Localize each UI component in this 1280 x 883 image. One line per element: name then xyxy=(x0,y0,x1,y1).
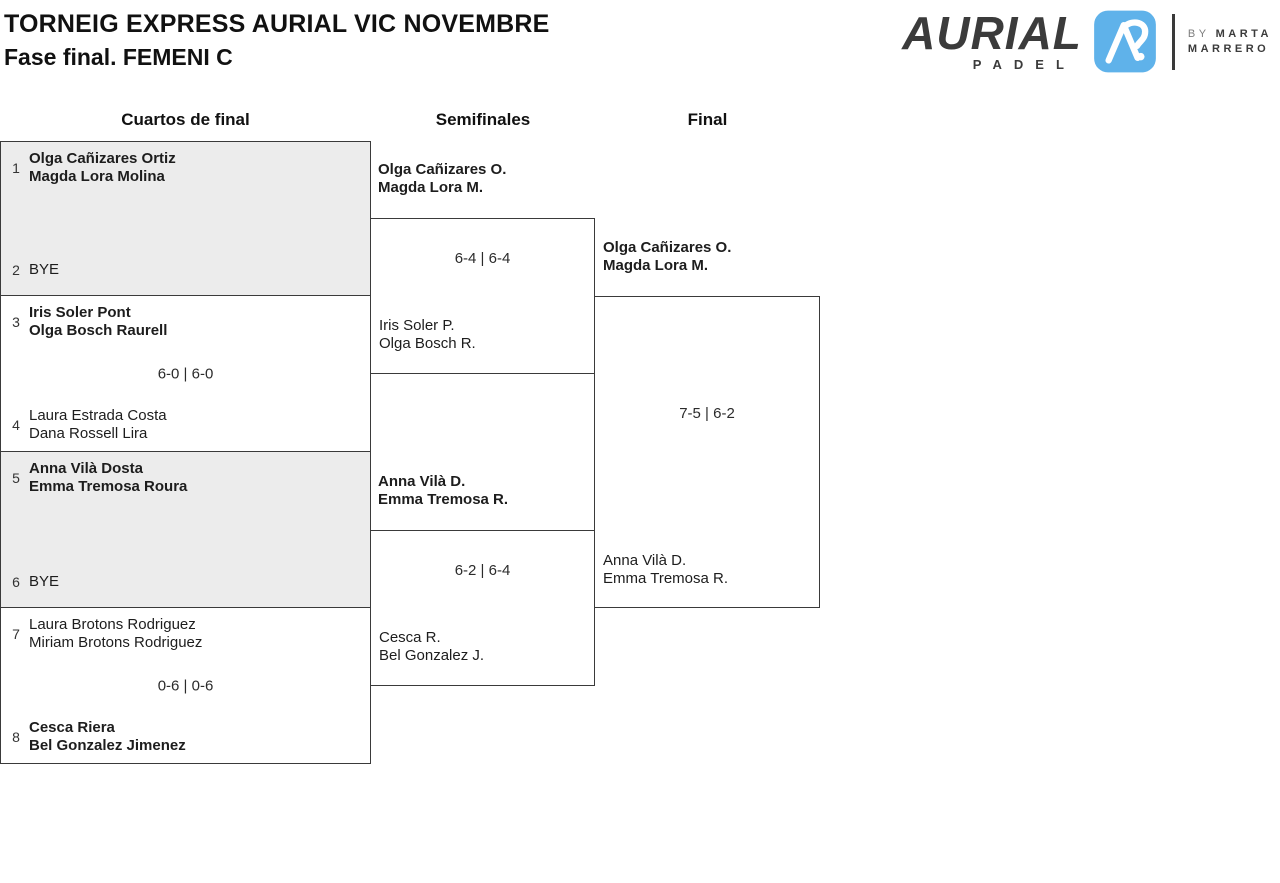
player-name: Olga Cañizares O. xyxy=(603,239,732,256)
column-header-cuartos: Cuartos de final xyxy=(121,110,250,129)
final-bottom-team: Anna Vilà D. Emma Tremosa R. xyxy=(603,552,728,588)
team-names: BYE xyxy=(29,573,59,591)
team-row: 6 BYE xyxy=(9,573,362,591)
player-name: Olga Bosch R. xyxy=(379,335,476,352)
player-name: Miriam Brotons Rodriguez xyxy=(29,634,203,651)
semifinal-2-bottom-team: Cesca R. Bel Gonzalez J. xyxy=(379,629,484,665)
player-name: Cesca R. xyxy=(379,629,441,646)
team-row: 8 Cesca Riera Bel Gonzalez Jimenez xyxy=(9,719,362,755)
player-name: Anna Vilà Dosta xyxy=(29,460,143,477)
seed-number: 7 xyxy=(12,626,20,642)
logo-wordmark-block: AURIAL PADEL xyxy=(902,7,1082,72)
final-top-team: Olga Cañizares O. Magda Lora M. xyxy=(603,239,731,275)
team-row: 4 Laura Estrada Costa Dana Rossell Lira xyxy=(9,407,362,443)
player-name: Bel Gonzalez J. xyxy=(379,647,485,664)
column-header-semifinales: Semifinales xyxy=(435,110,531,129)
player-name: Iris Soler P. xyxy=(379,317,455,334)
byline-row-2: MARRERO xyxy=(1188,43,1272,56)
player-name: Cesca Riera xyxy=(29,719,115,736)
aurial-monogram-icon xyxy=(1094,10,1156,73)
player-name: Olga Bosch Raurell xyxy=(29,322,168,339)
match-score: 7-5 | 6-2 xyxy=(679,405,735,422)
aurial-padel-logo: AURIAL PADEL BY MARTA MARRERO xyxy=(902,10,1272,73)
player-name: Emma Tremosa Roura xyxy=(29,478,188,495)
seed-number: 8 xyxy=(12,729,20,745)
player-name: Anna Vilà D. xyxy=(603,552,687,569)
match-score: 6-2 | 6-4 xyxy=(454,562,511,579)
team-names: Cesca Riera Bel Gonzalez Jimenez xyxy=(29,719,186,755)
page-title: TORNEIG EXPRESS AURIAL VIC NOVEMBRE xyxy=(4,10,550,38)
match-score: 6-4 | 6-4 xyxy=(454,250,511,267)
player-name: Magda Lora M. xyxy=(378,179,484,196)
team-row: 2 BYE xyxy=(9,261,362,279)
seed-number: 2 xyxy=(12,262,20,278)
team-names: BYE xyxy=(29,261,59,279)
team-row: 3 Iris Soler Pont Olga Bosch Raurell xyxy=(9,304,362,340)
team-names: Olga Cañizares Ortiz Magda Lora Molina xyxy=(29,150,176,186)
seed-number: 3 xyxy=(12,314,20,330)
quarterfinal-match-3: 5 Anna Vilà Dosta Emma Tremosa Roura 6 B… xyxy=(0,451,371,608)
player-name: Olga Cañizares O. xyxy=(378,161,507,178)
semifinal-match-2: 6-2 | 6-4 Cesca R. Bel Gonzalez J. xyxy=(370,530,595,686)
team-names: Laura Estrada Costa Dana Rossell Lira xyxy=(29,407,167,443)
player-name: Iris Soler Pont xyxy=(29,304,131,321)
logo-divider xyxy=(1171,13,1175,70)
byline-row-1: BY MARTA xyxy=(1188,28,1272,41)
byline-prefix: BY xyxy=(1187,27,1210,40)
player-name: BYE xyxy=(29,261,60,278)
player-name: Dana Rossell Lira xyxy=(29,425,148,442)
quarterfinal-match-2: 3 Iris Soler Pont Olga Bosch Raurell 6-0… xyxy=(0,295,371,452)
logo-wordmark: AURIAL xyxy=(902,7,1082,59)
player-name: Magda Lora Molina xyxy=(29,168,165,185)
column-header-final: Final xyxy=(687,110,728,129)
semifinal-1-bottom-team: Iris Soler P. Olga Bosch R. xyxy=(379,317,476,353)
semifinal-match-1: 6-4 | 6-4 Iris Soler P. Olga Bosch R. xyxy=(370,218,595,374)
seed-number: 6 xyxy=(12,574,20,590)
team-names: Anna Vilà Dosta Emma Tremosa Roura xyxy=(29,460,187,496)
logo-wordmark-sub: PADEL xyxy=(972,57,1076,72)
player-name: Laura Brotons Rodriguez xyxy=(29,616,196,633)
team-names: Iris Soler Pont Olga Bosch Raurell xyxy=(29,304,167,340)
player-name: Anna Vilà D. xyxy=(378,473,466,490)
seed-number: 1 xyxy=(12,160,20,176)
player-name: BYE xyxy=(29,573,60,590)
player-name: Emma Tremosa R. xyxy=(603,570,729,587)
byline-name-2: MARRERO xyxy=(1187,42,1270,55)
semifinal-1-top-team: Olga Cañizares O. Magda Lora M. xyxy=(378,161,506,197)
player-name: Olga Cañizares Ortiz xyxy=(29,150,176,167)
logo-byline: BY MARTA MARRERO xyxy=(1188,28,1272,56)
byline-name-1: MARTA xyxy=(1215,27,1272,40)
player-name: Magda Lora M. xyxy=(603,257,709,274)
match-score: 6-0 | 6-0 xyxy=(157,365,214,382)
team-names: Laura Brotons Rodriguez Miriam Brotons R… xyxy=(29,616,202,652)
player-name: Bel Gonzalez Jimenez xyxy=(29,737,186,754)
team-row: 1 Olga Cañizares Ortiz Magda Lora Molina xyxy=(9,150,362,186)
final-match: 7-5 | 6-2 Anna Vilà D. Emma Tremosa R. xyxy=(594,296,820,608)
team-row: 5 Anna Vilà Dosta Emma Tremosa Roura xyxy=(9,460,362,496)
semifinal-2-top-team: Anna Vilà D. Emma Tremosa R. xyxy=(378,473,508,509)
quarterfinal-match-4: 7 Laura Brotons Rodriguez Miriam Brotons… xyxy=(0,607,371,764)
player-name: Laura Estrada Costa xyxy=(29,407,167,424)
title-block: TORNEIG EXPRESS AURIAL VIC NOVEMBRE Fase… xyxy=(4,8,550,73)
seed-number: 4 xyxy=(12,417,20,433)
quarterfinal-match-1: 1 Olga Cañizares Ortiz Magda Lora Molina… xyxy=(0,141,371,296)
page-subtitle: Fase final. FEMENI C xyxy=(4,44,233,70)
player-name: Emma Tremosa R. xyxy=(378,491,509,508)
team-row: 7 Laura Brotons Rodriguez Miriam Brotons… xyxy=(9,616,362,652)
match-score: 0-6 | 0-6 xyxy=(157,677,214,694)
seed-number: 5 xyxy=(12,470,20,486)
